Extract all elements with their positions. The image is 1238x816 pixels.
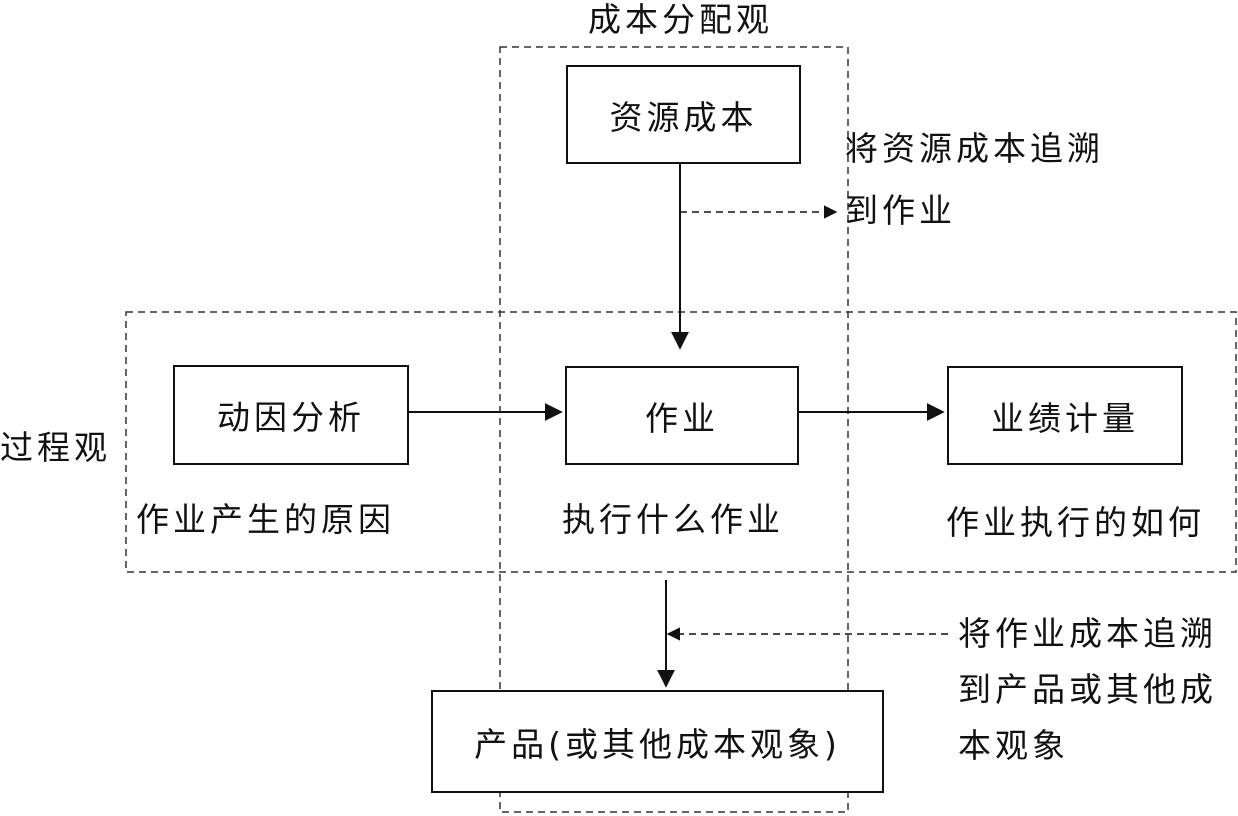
- trace-to-activity-note-line: 到作业: [845, 191, 956, 230]
- how-performed-caption: 作业执行的如何: [946, 503, 1205, 542]
- driver-analysis-label: 动因分析: [217, 398, 365, 437]
- trace-to-product-note-line: 到产品或其他成: [958, 670, 1217, 709]
- product-box: 产品(或其他成本观象): [431, 690, 884, 793]
- trace-to-activity-note-line: 将资源成本追溯: [845, 129, 1104, 168]
- cost-allocation-view-region: [499, 46, 849, 813]
- trace-to-activity-note: 将资源成本追溯 到作业: [845, 124, 1104, 236]
- performance-measurement-label: 业绩计量: [991, 398, 1139, 438]
- trace-to-product-note-line: 将作业成本追溯: [958, 614, 1217, 653]
- cost-allocation-view-title: 成本分配观: [588, 0, 773, 39]
- process-view-title: 过程观: [0, 428, 111, 467]
- what-activity-caption: 执行什么作业: [562, 500, 784, 539]
- driver-reason-caption: 作业产生的原因: [136, 500, 395, 539]
- performance-measurement-box: 业绩计量: [947, 366, 1183, 465]
- product-label: 产品(或其他成本观象): [474, 724, 841, 764]
- resource-cost-label: 资源成本: [609, 97, 758, 137]
- driver-analysis-box: 动因分析: [173, 365, 409, 465]
- trace-to-product-note-line: 本观象: [958, 726, 1069, 765]
- trace-to-product-note: 将作业成本追溯 到产品或其他成 本观象: [958, 609, 1217, 771]
- activity-box: 作业: [565, 366, 799, 465]
- resource-cost-box: 资源成本: [566, 65, 801, 164]
- activity-label: 作业: [645, 398, 719, 438]
